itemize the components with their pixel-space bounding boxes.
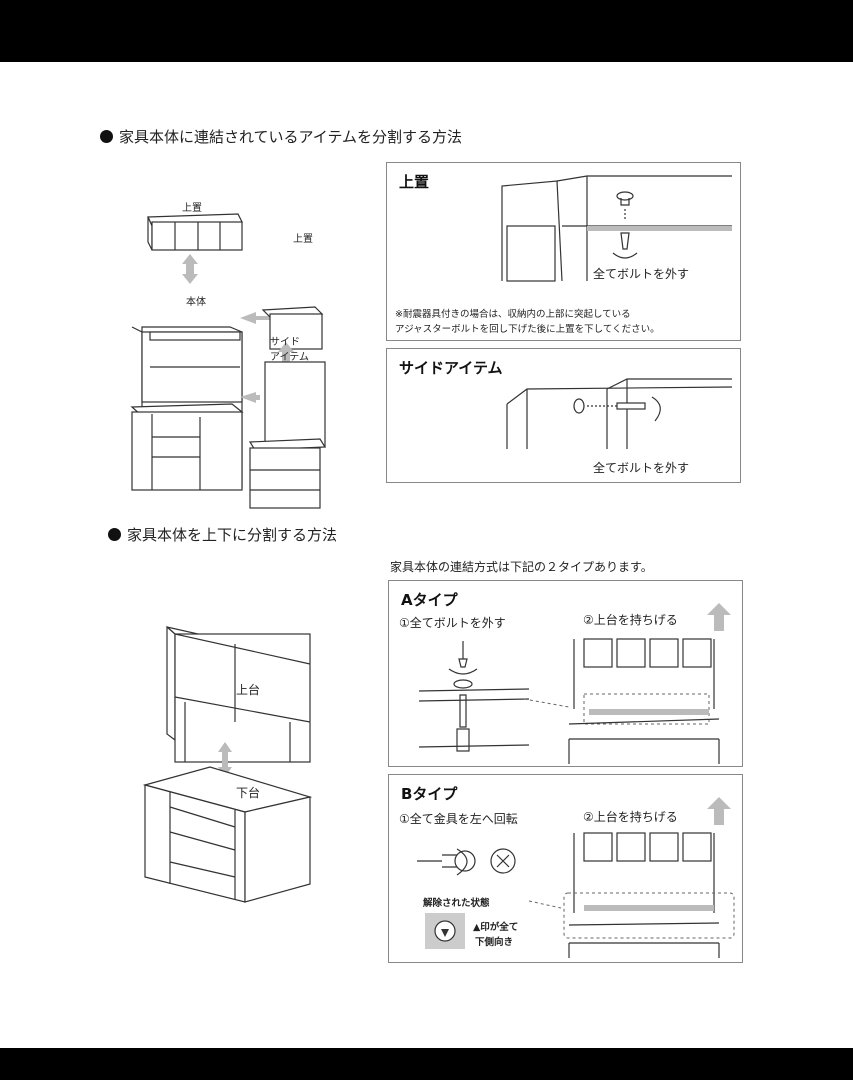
label-upper-unit: 上台: [236, 683, 261, 697]
box-top-unit: 上置 全てボルトを外す ※耐震器具付きの場合は、収納内の上部に突起している アジ…: [386, 162, 741, 341]
type-b-title: Bタイプ: [401, 785, 458, 803]
bullet-icon: [100, 130, 113, 143]
box-top-unit-instruction: 全てボルトを外す: [593, 267, 690, 281]
label-top-unit-side: 上置: [293, 234, 313, 245]
section2-intro: 家具本体の連結方式は下記の２タイプあります。: [390, 560, 653, 574]
section1-heading-text: 家具本体に連結されているアイテムを分割する方法: [119, 128, 463, 146]
type-a-step2: ②上台を持ちげる: [583, 613, 678, 627]
section1-heading: 家具本体に連結されているアイテムを分割する方法: [100, 126, 462, 147]
label-main-body: 本体: [186, 297, 206, 308]
type-a-bolt-illustration: [418, 641, 530, 752]
type-b-cabinet-illustration: [528, 832, 735, 958]
type-b-step2: ②上台を持ちげる: [583, 810, 678, 824]
label-side-item-1: サイド: [270, 337, 300, 348]
label-side-item-2: アイテム: [270, 352, 309, 363]
box-top-unit-title: 上置: [399, 173, 430, 191]
type-b-mark-2: 下側向き: [475, 937, 514, 948]
type-b-step1: ①全て金具を左へ回転: [399, 812, 518, 826]
label-top-unit: 上置: [182, 203, 202, 214]
type-a-title: Aタイプ: [401, 591, 458, 609]
type-a-step1: ①全てボルトを外す: [399, 616, 506, 630]
box-type-b: Bタイプ ①全て金具を左へ回転 ②上台を持ちげる 解除された状態 ▲印が全て 下…: [388, 774, 743, 963]
section2-heading: 家具本体を上下に分割する方法: [108, 524, 337, 545]
box-type-a: Aタイプ ①全てボルトを外す ②上台を持ちげる: [388, 580, 743, 767]
box-top-unit-note-2: アジャスターボルトを回し下げた後に上置を下してください。: [395, 324, 660, 335]
label-lower-unit: 下台: [236, 786, 261, 800]
type-b-fitting-illustration: [417, 848, 516, 876]
box-side-item: サイドアイテム 全てボルトを外す: [386, 348, 741, 483]
manual-page: 家具本体に連結されているアイテムを分割する方法: [0, 62, 853, 1048]
section2-heading-text: 家具本体を上下に分割する方法: [127, 526, 338, 544]
upper-lower-illustration: [142, 625, 313, 903]
lift-arrow-icon: [707, 797, 731, 825]
box-top-unit-note-1: ※耐震器具付きの場合は、収納内の上部に突起している: [395, 309, 631, 320]
bullet-icon: [108, 528, 121, 541]
type-b-released: 解除された状態: [423, 898, 490, 909]
furniture-exploded-illustration: [130, 213, 327, 509]
type-a-cabinet-illustration: [523, 638, 720, 764]
released-fitting-icon: [425, 913, 465, 949]
lift-arrow-icon: [707, 603, 731, 631]
top-unit-bolt-illustration: [501, 175, 732, 282]
box-side-item-instruction: 全てボルトを外す: [593, 461, 690, 475]
type-b-mark-1: ▲印が全て: [473, 922, 519, 933]
side-item-bolt-illustration: [506, 378, 733, 449]
box-side-item-title: サイドアイテム: [399, 359, 503, 377]
